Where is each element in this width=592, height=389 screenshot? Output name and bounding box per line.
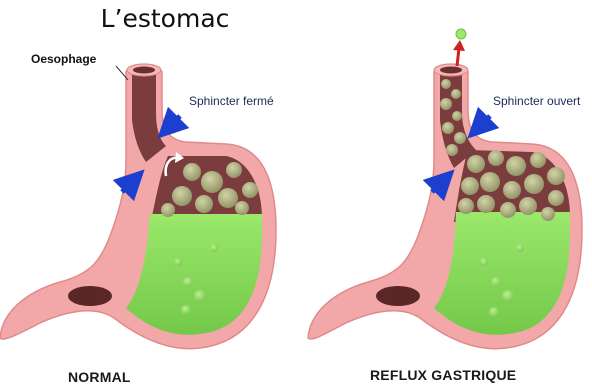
sphincter-open-label: Sphincter ouvert [493,94,580,108]
sphincter-arrow-upper [168,116,180,128]
reflux-arrow [457,48,459,66]
escaping-bubble [456,29,466,39]
sphincter-arrow-upper [478,116,490,128]
esophagus-label: Oesophage [31,52,96,66]
normal-caption: NORMAL [68,369,131,385]
reflux-caption: REFLUX GASTRIQUE [370,367,516,383]
sphincter-closed-label: Sphincter fermé [189,94,274,108]
reflux-stomach [308,29,582,349]
